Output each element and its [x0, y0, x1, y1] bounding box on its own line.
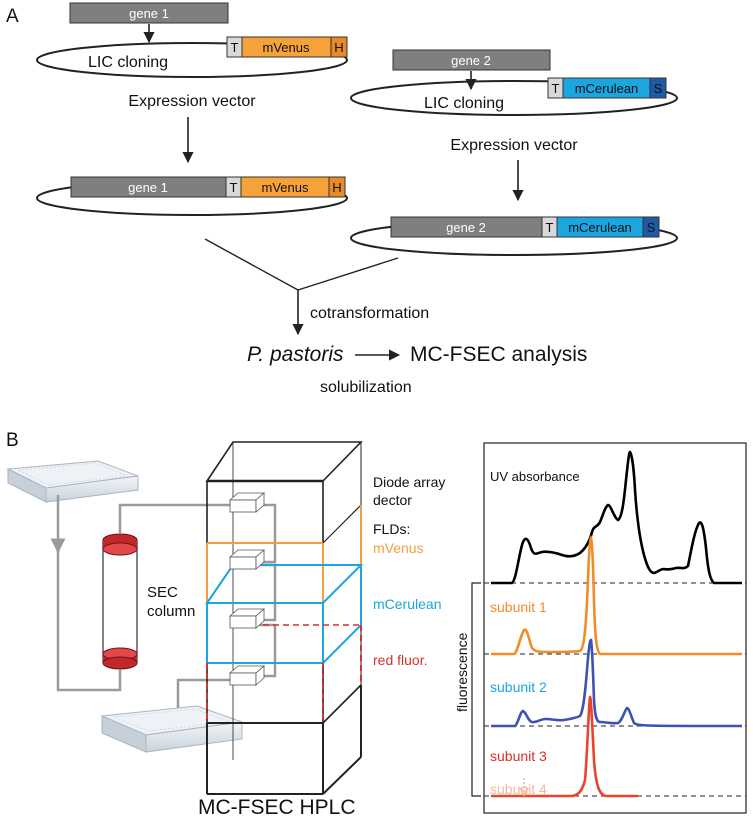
subunit-4-label: subunit 4: [490, 781, 547, 797]
solubilization-label: solubilization: [320, 379, 412, 396]
tag-h-construct-box: [328, 176, 346, 198]
gene-2-box: [392, 49, 551, 71]
merge-line-right: [297, 257, 399, 291]
mvenus-label-1: mVenus: [263, 40, 310, 55]
column-label: column: [147, 603, 195, 620]
plasmid-2-construct: gene 2 T mCerulean S: [350, 216, 678, 256]
subunit-1-label: subunit 1: [490, 599, 547, 615]
tag-s-construct-box: [642, 216, 660, 238]
subunit-4-arrowhead: [519, 787, 529, 797]
expression-vector-label-2: Expression vector: [450, 137, 578, 154]
tag-s-label-1: S: [654, 81, 663, 96]
tag-t-construct-2-label: T: [546, 220, 554, 235]
panel-a-label: A: [6, 6, 19, 27]
sec-column: [102, 533, 138, 670]
analysis-label: MC-FSEC analysis: [410, 343, 587, 366]
tag-s-construct-label: S: [647, 220, 656, 235]
cotransformation-label: cotransformation: [310, 305, 429, 322]
fluorescence-label: fluorescence: [454, 632, 470, 712]
gene-2-construct-label: gene 2: [446, 220, 486, 235]
sample-plate-top: [6, 460, 139, 503]
flow-cells: [228, 492, 266, 686]
chromatogram-frame: [483, 442, 747, 814]
trace-subunit-1: [491, 535, 742, 656]
tag-t-label-1: T: [231, 40, 239, 55]
trace-subunit-3: [491, 695, 638, 798]
trace-subunit-2: [491, 638, 743, 728]
subunit-3-label: subunit 3: [490, 748, 547, 764]
gene-1-box: [69, 2, 229, 24]
subunit-2-label: subunit 2: [490, 679, 547, 695]
expression-vector-label-1: Expression vector: [128, 93, 256, 110]
fld-red-label: red fluor.: [373, 652, 427, 668]
plasmid-1-template: gene 1 LIC cloning T mVenus H Expression…: [36, 2, 348, 110]
mvenus-construct-label: mVenus: [262, 180, 309, 195]
hplc-caption: MC-FSEC HPLC: [198, 796, 356, 819]
fld-mvenus-label: mVenus: [373, 540, 424, 556]
tag-h-label-1: H: [334, 40, 343, 55]
trace-uv: [491, 450, 742, 585]
plasmid-2-template: gene 2 LIC cloning T mCerulean S Express…: [350, 49, 678, 154]
mcerulean-label-1: mCerulean: [575, 81, 639, 96]
lic-cloning-label-1: LIC cloning: [88, 54, 168, 71]
sample-plate-bottom: [100, 705, 243, 753]
tag-s-box-1: [649, 77, 667, 99]
sec-label: SEC: [147, 584, 178, 601]
plasmid-2-ellipse: [350, 80, 678, 116]
merge-line-left: [204, 238, 299, 291]
tag-t-construct-1-label: T: [230, 180, 238, 195]
uv-label: UV absorbance: [490, 469, 580, 484]
tag-h-construct-label: H: [332, 180, 341, 195]
hplc-stack: [205, 441, 364, 795]
panel-b-label: B: [6, 430, 19, 451]
fluorescence-bracket: [471, 582, 481, 797]
tag-t-label-2: T: [552, 81, 560, 96]
fld-mcerulean-label: mCerulean: [373, 596, 441, 612]
gene-1-label: gene 1: [129, 6, 169, 21]
flds-label: FLDs:: [373, 521, 410, 537]
mcerulean-construct-label: mCerulean: [568, 220, 632, 235]
diode-array-label: Diode array: [373, 474, 445, 490]
plasmid-1-ellipse: [36, 42, 348, 78]
gene-2-label: gene 2: [451, 53, 491, 68]
host-label: P. pastoris: [247, 343, 344, 366]
tag-h-box-1: [330, 36, 348, 58]
gene-1-construct-label: gene 1: [128, 180, 168, 195]
plasmid-1-construct: gene 1 T mVenus H: [36, 176, 348, 216]
lic-cloning-label-2: LIC cloning: [424, 95, 504, 112]
diode-array-label-2: dector: [373, 492, 412, 508]
